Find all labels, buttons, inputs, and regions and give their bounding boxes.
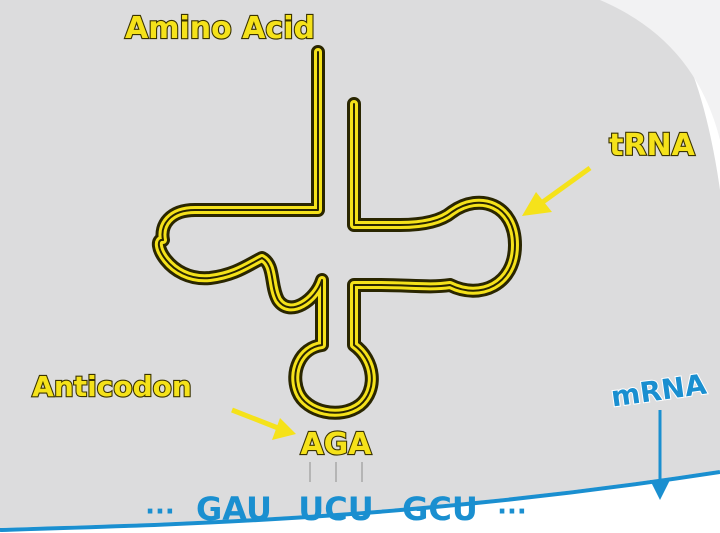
anticodon-sequence: AGA bbox=[300, 427, 372, 462]
mrna-leading-dots: ··· bbox=[145, 497, 175, 527]
trna-label: tRNA bbox=[609, 128, 696, 163]
codon-2: UCU bbox=[298, 490, 373, 528]
anticodon-label: Anticodon bbox=[32, 370, 192, 403]
amino-acid-label: Amino Acid bbox=[125, 11, 315, 46]
mrna-sequence: ··· GAU UCU GCU ··· bbox=[145, 490, 527, 528]
mrna-trailing-dots: ··· bbox=[497, 497, 527, 527]
codon-3: GCU bbox=[402, 490, 478, 528]
codon-1: GAU bbox=[196, 490, 272, 528]
